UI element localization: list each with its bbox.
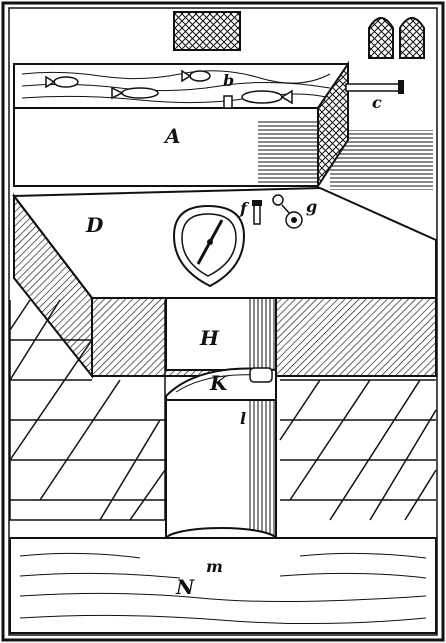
label-pin-f: f <box>239 199 250 218</box>
label-spout-c: c <box>372 93 382 112</box>
valve-k <box>165 367 277 401</box>
water-floor <box>9 537 437 634</box>
key-g <box>272 194 303 229</box>
dial-plate <box>172 204 246 288</box>
fish-4 <box>241 89 293 105</box>
spout-c <box>345 80 404 94</box>
label-key-g: g <box>306 197 317 216</box>
back-window <box>173 11 241 51</box>
label-tank-a: A <box>163 124 181 148</box>
fish-1 <box>45 75 79 89</box>
label-shaft-h: H <box>199 326 220 350</box>
arched-windows <box>368 17 425 59</box>
label-table-d: D <box>85 213 104 237</box>
label-lever-l: l <box>240 409 246 428</box>
outlet-pipe <box>164 399 278 553</box>
label-tap-b: b <box>223 71 234 90</box>
label-outlet-m: m <box>206 557 223 576</box>
pin-f <box>252 200 262 225</box>
shaft-h <box>165 297 277 371</box>
fish-2 <box>111 86 159 100</box>
label-valve-k: K <box>209 371 229 395</box>
fish-3 <box>181 69 211 83</box>
label-floor-n: N <box>175 575 195 599</box>
tiled-floor <box>9 299 437 521</box>
tap-b <box>223 95 233 109</box>
